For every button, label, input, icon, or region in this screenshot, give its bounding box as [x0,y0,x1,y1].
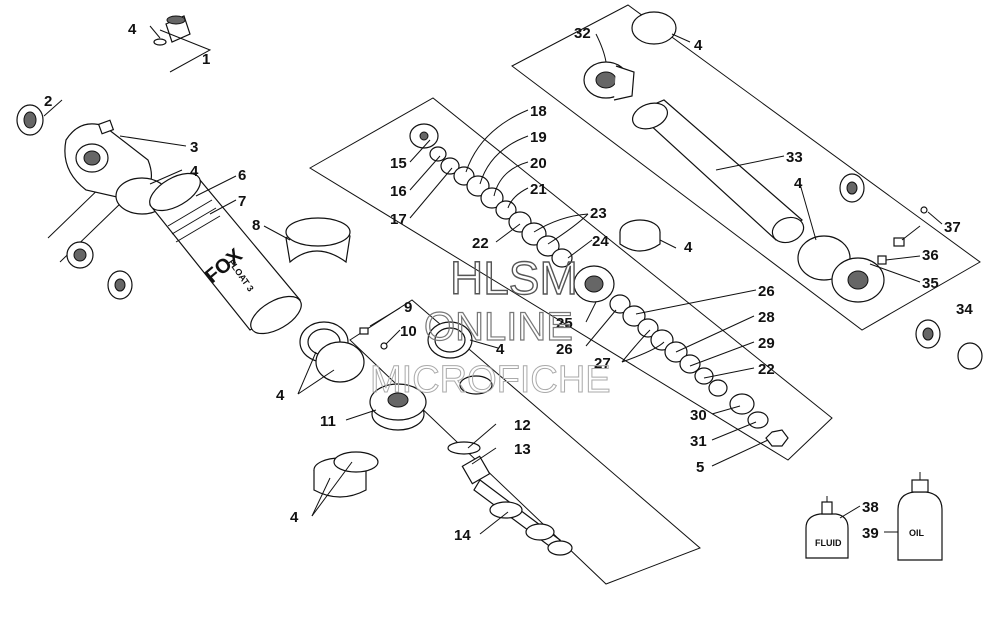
callout-10: 10 [400,323,417,340]
callout-4: 4 [190,163,199,180]
callout-15: 15 [390,155,407,172]
fluid-bottle: FLUID [805,496,849,559]
damper-shaft [447,441,573,556]
piston-seal [427,321,493,395]
piston-11 [369,383,427,431]
fluid-label: FLUID [815,538,842,548]
valve-shims-lower [609,294,769,429]
ball-10 [380,342,388,350]
reservoir-cap-32 [583,61,635,101]
callout-22: 22 [472,235,489,252]
callout-17: 17 [390,211,407,228]
valve-stack-outline [309,97,833,461]
seal-rings-upper [299,321,365,383]
callout-8: 8 [252,217,260,234]
callout-31: 31 [690,433,707,450]
callout-37: 37 [944,219,961,236]
callout-23: 23 [590,205,607,222]
callout-13: 13 [514,441,531,458]
callout-26: 26 [556,341,573,358]
nut-5 [765,429,789,447]
callout-19: 19 [530,129,547,146]
reservoir-outline [511,4,981,331]
callout-18: 18 [530,103,547,120]
watermark-line-3: MICROFICHE [370,359,611,401]
o-ring-top [631,11,677,45]
callout-34: 34 [956,301,973,318]
callout-38: 38 [862,499,879,516]
air-sleeve: FOX FLOAT 3 [149,172,302,335]
leader-lines [43,25,943,535]
lower-spacers [66,241,133,300]
callout-4: 4 [276,387,285,404]
callout-9: 9 [404,299,412,316]
bushing-2 [16,104,44,136]
callout-30: 30 [690,407,707,424]
reservoir-33 [631,99,805,244]
callout-25: 25 [556,315,573,332]
ball-37 [920,206,928,214]
oil-label: OIL [909,528,925,538]
oil-bottle: OIL [897,472,943,561]
pin-35 [877,255,887,265]
callout-21: 21 [530,181,547,198]
watermark-line-2: ONLINE [424,305,573,349]
valve-body-25 [573,265,615,303]
callout-22: 22 [758,361,775,378]
callout-4: 4 [128,21,137,38]
valve-shims [409,123,573,268]
pin-9 [359,327,369,335]
sleeve-ring [285,217,351,264]
callout-4: 4 [794,175,803,192]
callout-2: 2 [44,93,52,110]
callout-4: 4 [290,509,299,526]
reservoir-end-cap [831,257,885,303]
callout-14: 14 [454,527,471,544]
lower-bushings [313,451,379,498]
callout-6: 6 [238,167,246,184]
callout-29: 29 [758,335,775,352]
ring-24 [619,219,661,252]
callout-33: 33 [786,149,803,166]
callout-11: 11 [320,413,336,430]
callout-5: 5 [696,459,704,476]
reservoir-bushings [839,173,983,370]
callout-20: 20 [530,155,547,172]
callout-27: 27 [594,355,611,372]
callout-16: 16 [390,183,407,200]
callout-3: 3 [190,139,198,156]
callout-26: 26 [758,283,775,300]
callout-4: 4 [684,239,693,256]
callout-7: 7 [238,193,246,210]
callout-24: 24 [592,233,609,250]
callout-35: 35 [922,275,939,292]
callout-1: 1 [202,51,210,68]
air-valve-cap [153,15,191,46]
callout-32: 32 [574,25,591,42]
pin-36 [893,237,905,247]
callout-36: 36 [922,247,939,264]
callout-12: 12 [514,417,531,434]
callout-39: 39 [862,525,879,542]
watermark-line-1: HLSM [450,252,578,304]
callout-28: 28 [758,309,775,326]
callout-4: 4 [694,37,703,54]
callout-4: 4 [496,341,505,358]
